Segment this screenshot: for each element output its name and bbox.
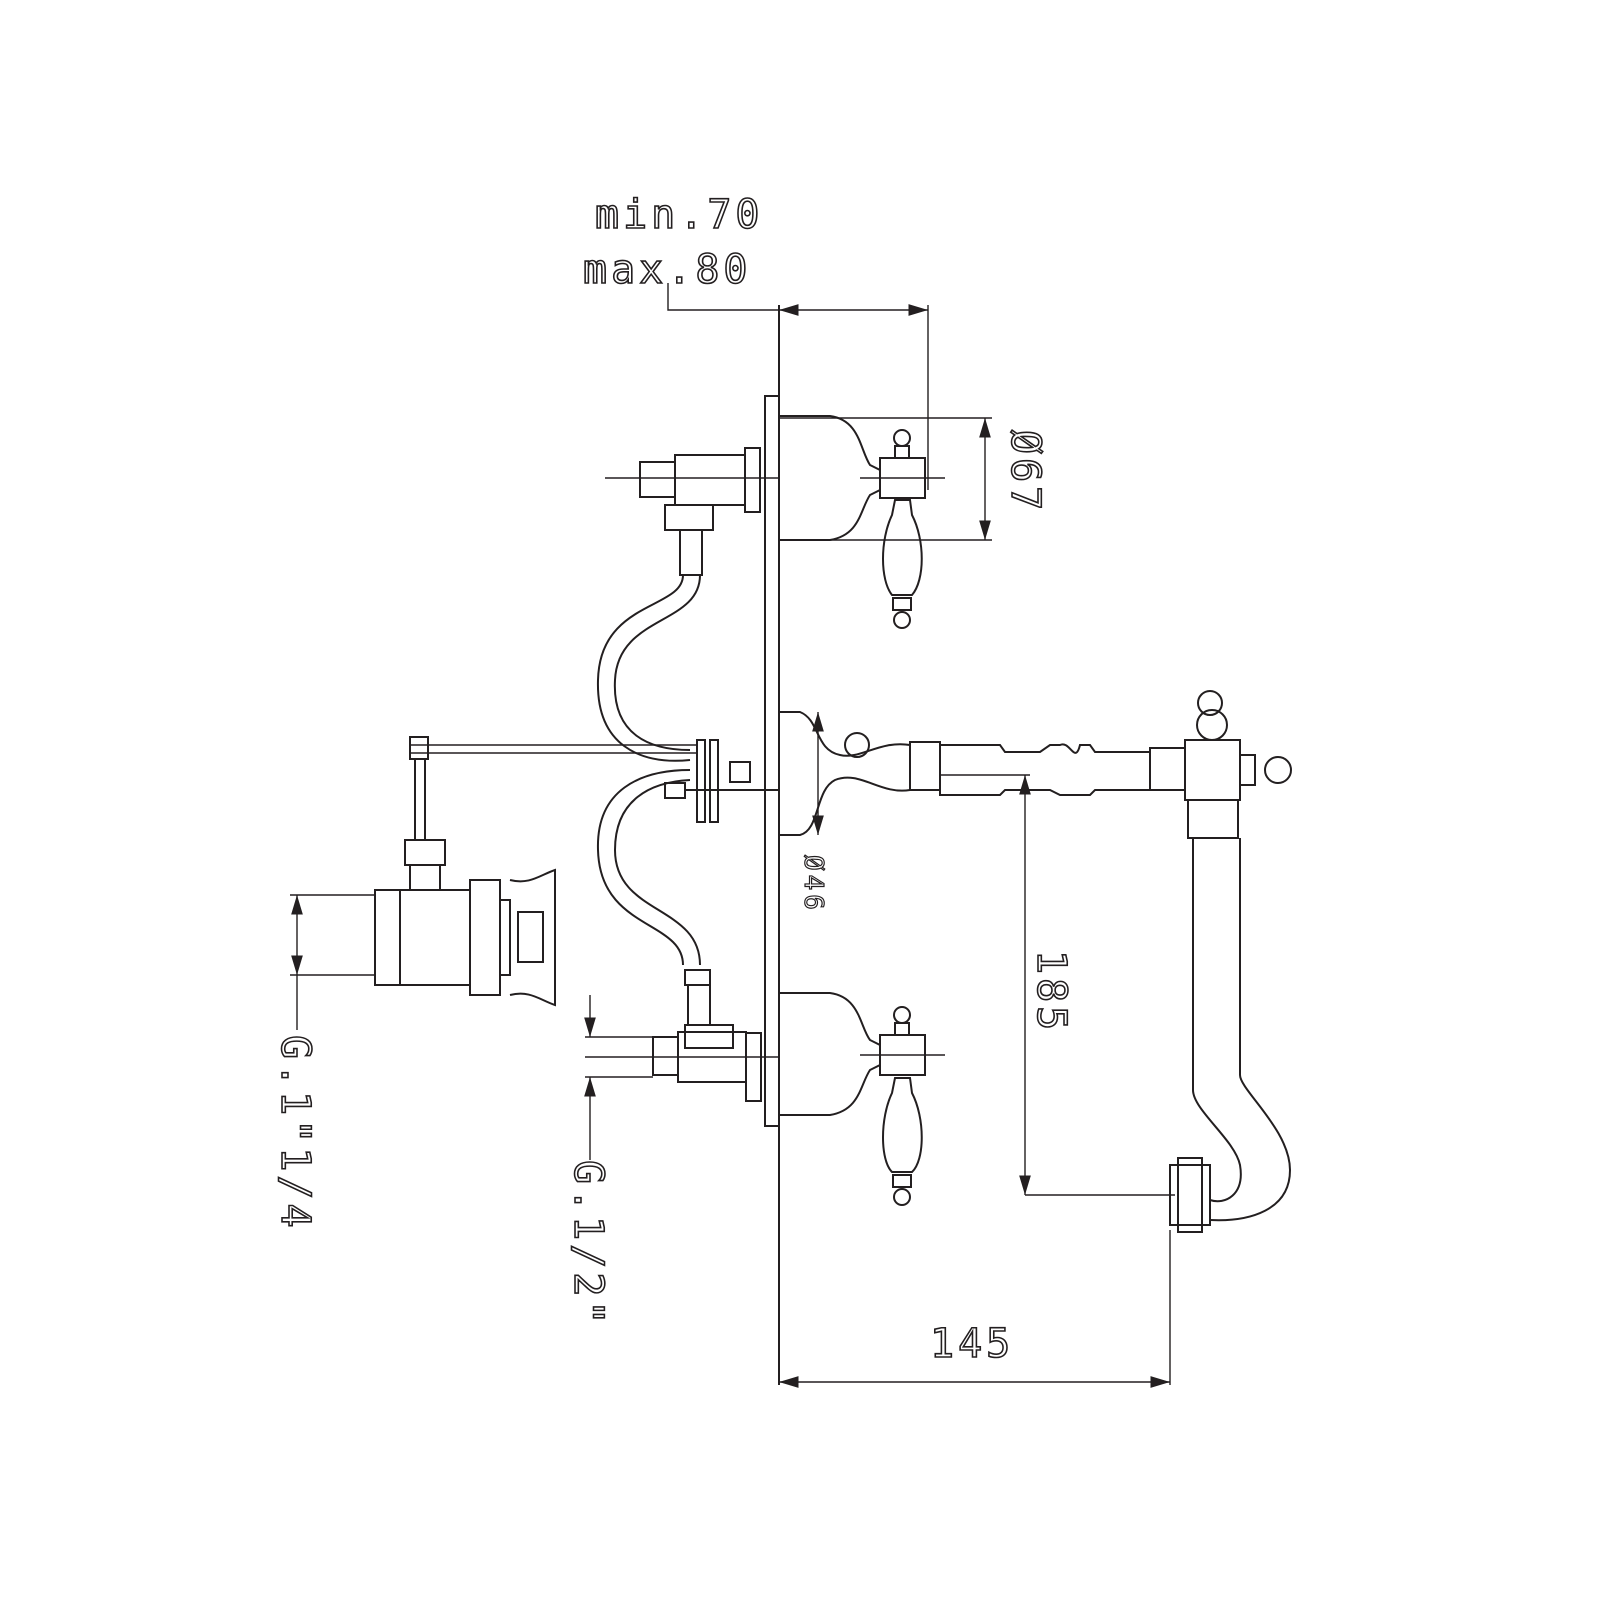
- min-depth-label: min.70: [595, 192, 764, 238]
- popup-waste: G.1"1/4: [271, 736, 556, 1232]
- upper-handle: [779, 415, 945, 629]
- handle-rosette-dimension: Ø67: [779, 417, 1049, 541]
- supply-thread-dimension: G.1/2": [564, 995, 653, 1329]
- supply-thread-label: G.1/2": [565, 1160, 611, 1329]
- upper-valve: [605, 447, 779, 576]
- spout-height-dimension: 185: [940, 774, 1175, 1196]
- spout-mount: [410, 739, 779, 823]
- depth-dimension: min.70 max.80: [582, 191, 929, 490]
- hoses: [596, 574, 701, 966]
- spout-projection-label: 145: [930, 1321, 1014, 1367]
- max-depth-label: max.80: [583, 247, 752, 293]
- spout-height-label: 185: [1028, 950, 1074, 1034]
- spout-projection-dimension: 145: [779, 1230, 1171, 1388]
- spout-rosette-diameter-label: Ø46: [798, 855, 828, 914]
- lower-handle: [779, 992, 945, 1206]
- spout-rosette: Ø46: [779, 711, 911, 915]
- spout: [909, 690, 1292, 1233]
- handle-rosette-diameter-label: Ø67: [1002, 430, 1048, 514]
- lower-valve: [585, 969, 779, 1102]
- waste-thread-label: G.1"1/4: [272, 1035, 318, 1232]
- wall-line: [764, 305, 780, 1385]
